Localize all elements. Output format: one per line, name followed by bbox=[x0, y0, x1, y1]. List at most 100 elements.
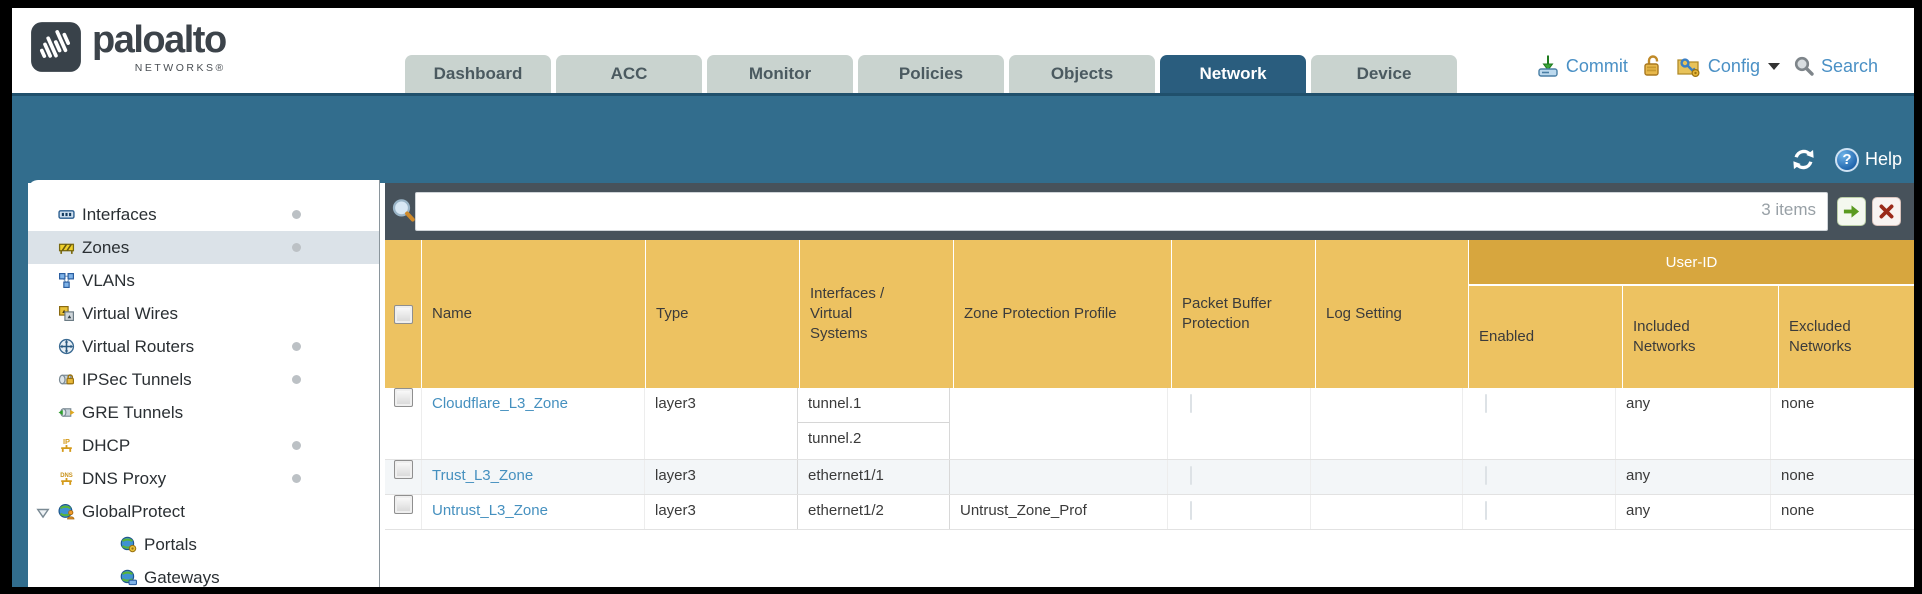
column-header-name[interactable]: Name bbox=[422, 240, 645, 388]
config-label: Config bbox=[1707, 55, 1760, 76]
zone-interfaces-cell: tunnel.1 tunnel.2 bbox=[797, 388, 950, 459]
tab-objects[interactable]: Objects bbox=[1009, 55, 1155, 93]
tab-policies[interactable]: Policies bbox=[858, 55, 1004, 93]
sidebar-item-vlans[interactable]: VLANs bbox=[28, 264, 379, 297]
sidebar-item-label: DHCP bbox=[82, 435, 131, 455]
refresh-icon[interactable] bbox=[1790, 146, 1817, 173]
column-header-packet-buffer-protection[interactable]: Packet Buffer Protection bbox=[1172, 240, 1315, 388]
globalprotect-icon bbox=[58, 504, 75, 520]
svg-text:IP: IP bbox=[63, 437, 70, 446]
zone-name-link[interactable]: Cloudflare_L3_Zone bbox=[432, 395, 568, 412]
packet-buffer-protection-checkbox bbox=[1190, 501, 1192, 520]
packet-buffer-protection-checkbox bbox=[1190, 394, 1192, 413]
zone-type-cell: layer3 bbox=[644, 460, 797, 494]
dhcp-icon: IP bbox=[61, 437, 72, 452]
status-dot bbox=[292, 342, 301, 351]
interface-entry: tunnel.2 bbox=[808, 430, 862, 447]
lock-icon[interactable] bbox=[1641, 54, 1663, 78]
status-dot bbox=[292, 375, 301, 384]
sidebar-item-label: Virtual Wires bbox=[82, 303, 179, 323]
gre-tunnels-icon bbox=[58, 408, 75, 417]
vlans-icon bbox=[59, 273, 74, 288]
excluded-networks-cell: none bbox=[1770, 460, 1914, 494]
sidebar-item-label: IPSec Tunnels bbox=[82, 369, 192, 389]
sidebar-item-gateways[interactable]: Gateways bbox=[28, 561, 379, 587]
global-search-button[interactable]: Search bbox=[1793, 55, 1878, 77]
zone-type-cell: layer3 bbox=[644, 388, 797, 459]
interface-entry: tunnel.1 bbox=[798, 388, 949, 423]
zone-protection-profile-cell: Untrust_Zone_Prof bbox=[960, 502, 1087, 519]
sidebar-item-label: DNS Proxy bbox=[82, 468, 167, 488]
commit-button[interactable]: Commit bbox=[1536, 54, 1628, 78]
column-header-zone-protection-profile[interactable]: Zone Protection Profile bbox=[954, 240, 1171, 388]
included-networks-cell: any bbox=[1615, 388, 1770, 459]
apply-filter-button[interactable] bbox=[1837, 197, 1866, 226]
top-bar: paloalto NETWORKS® Dashboard ACC Monitor… bbox=[12, 8, 1914, 93]
zone-protection-profile-cell bbox=[950, 460, 1167, 494]
sidebar-item-label: GRE Tunnels bbox=[82, 402, 184, 422]
column-header-log-setting[interactable]: Log Setting bbox=[1316, 240, 1468, 388]
sidebar-item-dns-proxy[interactable]: DNS DNS Proxy bbox=[28, 462, 379, 495]
row-select-checkbox[interactable] bbox=[393, 495, 413, 514]
select-all-checkbox[interactable] bbox=[393, 304, 413, 324]
tab-monitor[interactable]: Monitor bbox=[707, 55, 853, 93]
select-all-cell bbox=[385, 240, 421, 388]
log-setting-cell bbox=[1310, 460, 1462, 494]
column-header-included-networks[interactable]: Included Networks bbox=[1623, 286, 1778, 388]
virtual-routers-icon bbox=[58, 338, 75, 355]
status-dot bbox=[292, 441, 301, 450]
table-row-cloudflare: Cloudflare_L3_Zone layer3 tunnel.1 tunne… bbox=[385, 388, 1914, 460]
interface-entry: ethernet1/2 bbox=[808, 502, 884, 519]
sidebar-item-ipsec-tunnels[interactable]: IPSec Tunnels bbox=[28, 363, 379, 396]
status-dot bbox=[292, 243, 301, 252]
dns-proxy-icon: DNS bbox=[60, 473, 73, 485]
sidebar-item-virtual-wires[interactable]: Virtual Wires bbox=[28, 297, 379, 330]
sidebar-item-zones[interactable]: Zones bbox=[28, 231, 379, 264]
sidebar-item-portals[interactable]: Portals bbox=[28, 528, 379, 561]
sidebar-item-interfaces[interactable]: Interfaces bbox=[28, 198, 379, 231]
column-header-enabled[interactable]: Enabled bbox=[1469, 286, 1622, 388]
sidebar-item-dhcp[interactable]: IP DHCP bbox=[28, 429, 379, 462]
brand-text: paloalto NETWORKS® bbox=[92, 20, 227, 74]
help-icon: ? bbox=[1834, 147, 1859, 172]
excluded-networks-cell: none bbox=[1770, 495, 1914, 529]
tab-device[interactable]: Device bbox=[1311, 55, 1457, 93]
zone-name-link[interactable]: Untrust_L3_Zone bbox=[432, 502, 548, 519]
brand: paloalto NETWORKS® bbox=[30, 20, 227, 74]
filter-input[interactable] bbox=[415, 192, 1828, 231]
row-select-checkbox[interactable] bbox=[393, 388, 413, 407]
teal-band: ? Help bbox=[12, 93, 1914, 183]
paloalto-logo-icon bbox=[31, 22, 81, 72]
filter-bar: 3 items bbox=[385, 183, 1914, 240]
row-select-checkbox[interactable] bbox=[393, 460, 413, 479]
log-setting-cell bbox=[1310, 388, 1462, 459]
column-header-interfaces[interactable]: Interfaces / Virtual Systems bbox=[800, 240, 953, 388]
zones-icon bbox=[58, 243, 75, 254]
included-networks-cell: any bbox=[1615, 460, 1770, 494]
column-header-type[interactable]: Type bbox=[646, 240, 799, 388]
sidebar-item-gre-tunnels[interactable]: GRE Tunnels bbox=[28, 396, 379, 429]
red-x-icon bbox=[1879, 204, 1894, 219]
sidebar-item-virtual-routers[interactable]: Virtual Routers bbox=[28, 330, 379, 363]
sidebar-item-globalprotect[interactable]: GlobalProtect bbox=[28, 495, 379, 528]
green-arrow-icon bbox=[1843, 205, 1860, 218]
config-menu-button[interactable]: Config bbox=[1676, 54, 1780, 78]
included-networks-cell: any bbox=[1615, 495, 1770, 529]
packet-buffer-protection-checkbox bbox=[1190, 466, 1192, 485]
tab-dashboard[interactable]: Dashboard bbox=[405, 55, 551, 93]
zone-type-cell: layer3 bbox=[644, 495, 797, 529]
expand-triangle-icon[interactable] bbox=[36, 506, 50, 520]
tab-acc[interactable]: ACC bbox=[556, 55, 702, 93]
commit-label: Commit bbox=[1565, 55, 1628, 76]
help-button[interactable]: ? Help bbox=[1834, 147, 1902, 172]
sidebar-item-label: GlobalProtect bbox=[82, 501, 185, 521]
tab-network[interactable]: Network bbox=[1160, 55, 1306, 93]
clear-filter-button[interactable] bbox=[1872, 197, 1901, 226]
user-id-enabled-checkbox bbox=[1485, 394, 1487, 413]
column-header-excluded-networks[interactable]: Excluded Networks bbox=[1779, 286, 1914, 388]
zone-name-link[interactable]: Trust_L3_Zone bbox=[432, 467, 534, 484]
filter-search-icon[interactable] bbox=[389, 196, 419, 226]
zone-protection-profile-cell bbox=[950, 388, 1167, 459]
config-caret-icon bbox=[1767, 62, 1780, 70]
